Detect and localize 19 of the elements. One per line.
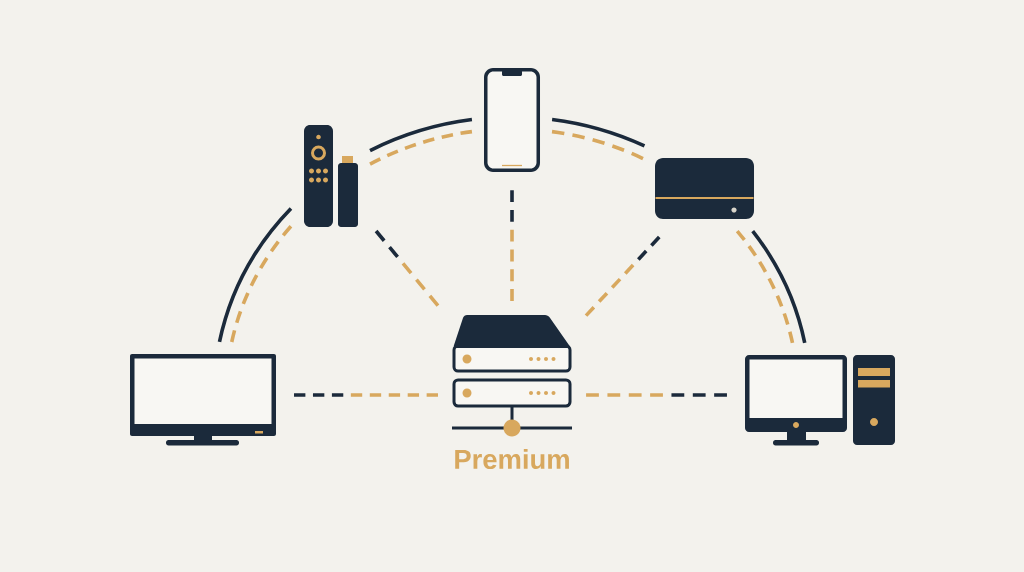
dashed-arc [369,129,473,166]
dashed-arc [551,129,644,161]
dashed-line [374,229,440,307]
dashed-arc [230,225,293,343]
television [130,354,276,446]
arc-line [751,230,807,344]
dashed-line [294,393,438,397]
desktop-computer [745,355,895,446]
streaming-stick-and-remote [304,125,358,227]
arc-line [551,117,646,148]
label-text: Premium [455,448,569,470]
set-top-box [655,158,754,219]
dashed-line [510,190,514,301]
arc-line [217,207,293,343]
smartphone [484,68,540,172]
dashed-line [584,235,661,317]
dashed-line [586,393,727,397]
dashed-arc [735,229,795,344]
arc-line [369,117,473,153]
